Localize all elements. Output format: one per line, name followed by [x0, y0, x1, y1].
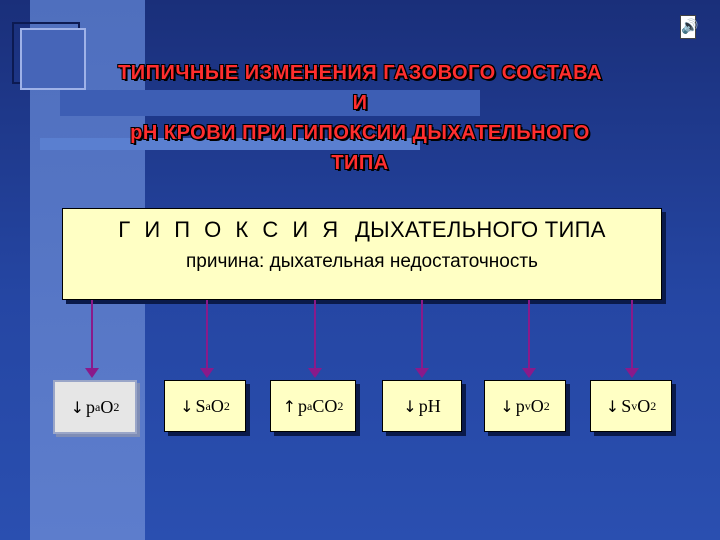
down-arrow-icon: ↓	[180, 396, 194, 416]
param-tail-subscript: 2	[650, 398, 657, 413]
param-subscript: v	[631, 398, 638, 413]
title-line-4: ТИПА	[331, 152, 389, 174]
param-tail-subscript: 2	[337, 398, 344, 413]
down-arrow-icon: ↓	[70, 397, 85, 417]
arrow-connector	[522, 300, 536, 378]
param-subscript: v	[524, 398, 531, 413]
arrow-connector	[625, 300, 639, 378]
param-tail-subscript: 2	[113, 399, 120, 414]
speaker-icon[interactable]: 🔊	[680, 15, 698, 39]
hypoxia-cause: причина: дыхательная недостаточность	[186, 251, 538, 272]
param-subscript: а	[205, 398, 211, 413]
title-line-2: И	[352, 92, 368, 114]
param-box-ph: ↓ рН	[382, 380, 462, 432]
param-tail: О	[100, 396, 114, 417]
param-subscript: а	[95, 399, 101, 414]
down-arrow-icon: ↓	[403, 396, 417, 416]
arrow-connector	[200, 300, 214, 378]
param-tail: О	[637, 395, 651, 416]
decor-bar-mid	[40, 138, 420, 150]
heading-spaced: Г И П О К С И Я	[118, 217, 343, 242]
param-subscript: а	[307, 398, 313, 413]
title-line-3: рН КРОВИ ПРИ ГИПОКСИИ ДЫХАТЕЛЬНОГО	[130, 122, 590, 144]
param-symbol: рН	[418, 395, 441, 416]
param-symbol: р	[515, 395, 525, 416]
up-arrow-icon: ↑	[282, 396, 297, 416]
arrow-connector	[85, 300, 99, 378]
slide-title: ТИПИЧНЫЕ ИЗМЕНЕНИЯ ГАЗОВОГО СОСТАВА И рН…	[0, 58, 720, 178]
param-symbol: р	[86, 396, 96, 417]
param-tail-subscript: 2	[223, 398, 230, 413]
arrow-connector	[308, 300, 322, 378]
param-tail-subscript: 2	[543, 398, 550, 413]
hypoxia-box: Г И П О К С И Я ДЫХАТЕЛЬНОГО ТИПА причин…	[62, 208, 662, 300]
down-arrow-icon: ↓	[500, 396, 514, 416]
arrow-connector	[415, 300, 429, 378]
param-tail: СО	[312, 395, 338, 416]
heading-rest: ДЫХАТЕЛЬНОГО ТИПА	[354, 217, 606, 242]
hypoxia-heading: Г И П О К С И Я ДЫХАТЕЛЬНОГО ТИПА	[63, 217, 661, 243]
down-arrow-icon: ↓	[605, 396, 620, 416]
param-symbol: р	[298, 395, 308, 416]
decor-bar-top	[60, 90, 480, 116]
param-symbol: S	[621, 395, 632, 416]
param-symbol: S	[195, 395, 206, 416]
param-tail: О	[210, 395, 224, 416]
title-line-1: ТИПИЧНЫЕ ИЗМЕНЕНИЯ ГАЗОВОГО СОСТАВА	[117, 62, 603, 84]
decor-square	[20, 28, 86, 90]
param-tail: О	[530, 395, 544, 416]
